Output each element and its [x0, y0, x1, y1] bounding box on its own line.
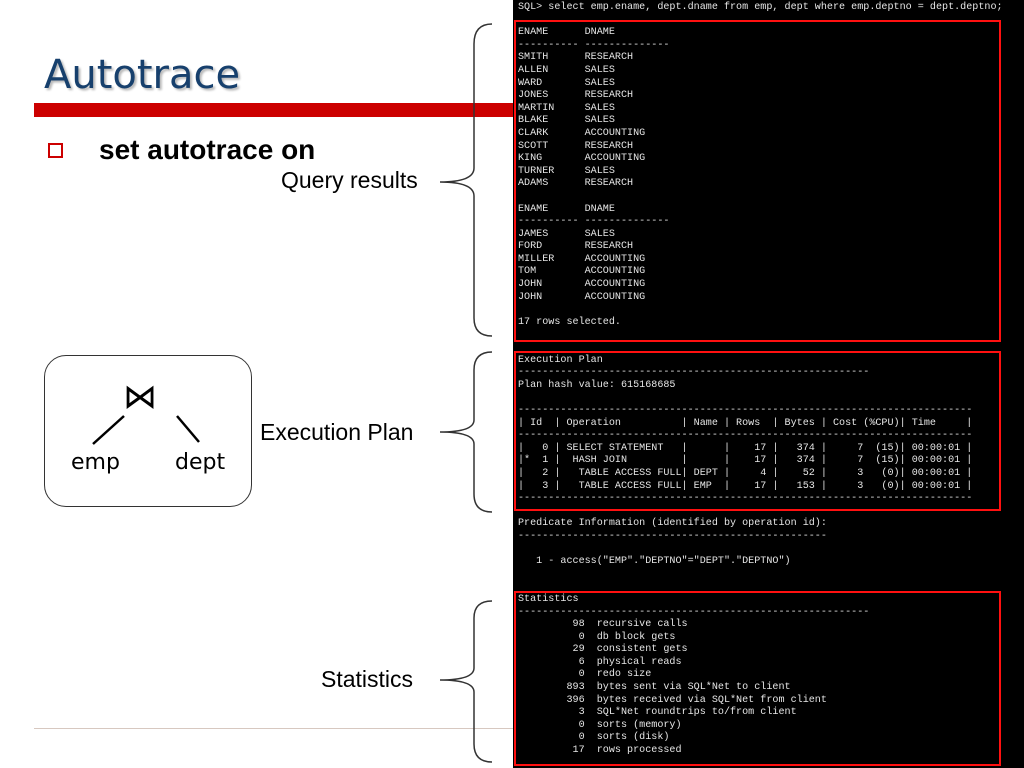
query-results-highlight [514, 20, 1001, 342]
sqlplus-terminal: SQL> select emp.ename, dept.dname from e… [513, 0, 1024, 768]
square-bullet-icon [48, 142, 63, 158]
statistics-highlight [514, 591, 1001, 766]
slide-title: Autotrace [44, 52, 241, 98]
bullet-text: set autotrace on [99, 134, 316, 165]
join-lines [92, 415, 200, 445]
bowtie-join-icon: ⋈ [123, 377, 157, 417]
title-accent-bar [34, 103, 514, 117]
terminal-output: SQL> select emp.ename, dept.dname from e… [518, 2, 1003, 757]
bullet-item: set autotrace on [48, 134, 315, 166]
statistics-label: Statistics [321, 666, 414, 692]
query-results-label: Query results [281, 167, 418, 193]
join-diagram: ⋈ emp dept [44, 355, 252, 507]
execution-plan-highlight [514, 351, 1001, 511]
footer-divider [34, 728, 514, 729]
dept-table-label: dept [175, 450, 226, 475]
emp-table-label: emp [71, 450, 120, 475]
callout-brackets [439, 23, 493, 763]
execution-plan-label: Execution Plan [260, 419, 414, 445]
